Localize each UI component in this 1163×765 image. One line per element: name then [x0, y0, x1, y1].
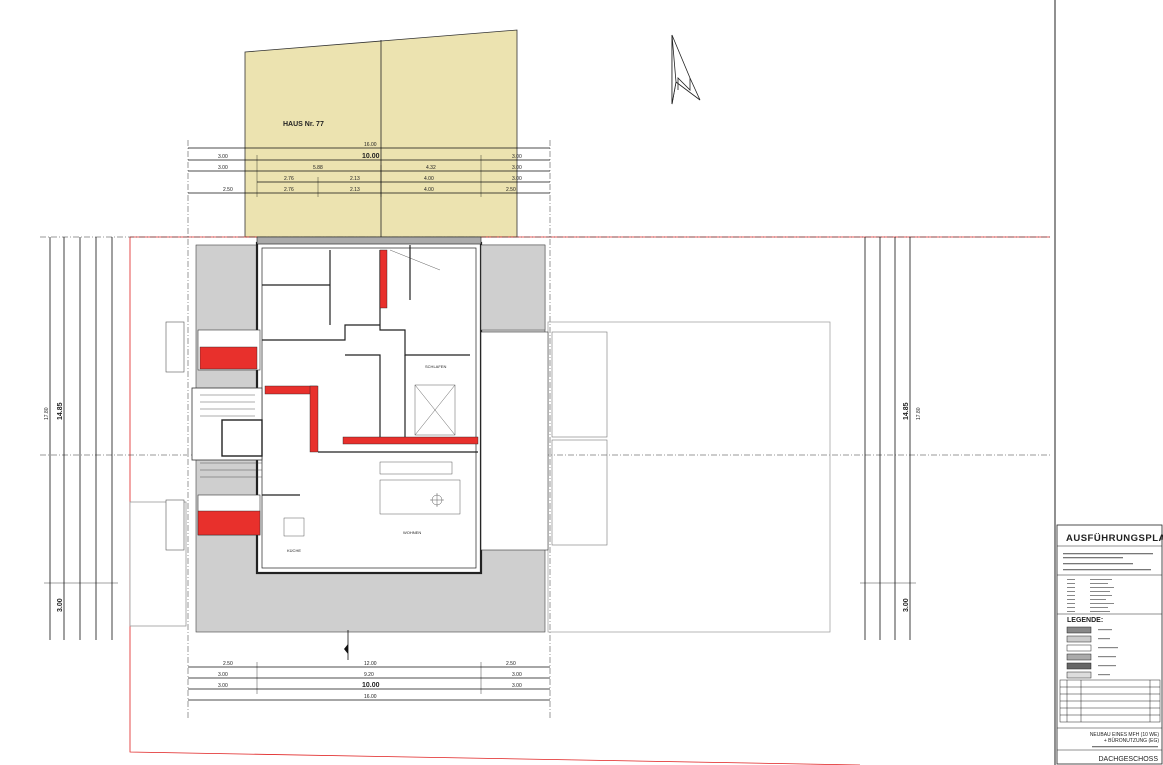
- dim-top-2-2: 3.00: [512, 154, 522, 160]
- dim-bottom-2-0: 3.00: [218, 672, 228, 678]
- dim-bottom-2-2: 3.00: [512, 672, 522, 678]
- dim-top-3-1: 5.88: [313, 165, 323, 171]
- dim-top-4-2: 4.00: [424, 176, 434, 182]
- dim-top-3-3: 3.00: [512, 165, 522, 171]
- dim-top-4-0: 2.76: [284, 176, 294, 182]
- dim-bottom-3-2: 3.00: [512, 683, 522, 689]
- dim-top-4-1: 2.13: [350, 176, 360, 182]
- legend-heading: LEGENDE:: [1067, 617, 1103, 624]
- dim-top-2-0: 3.00: [218, 154, 228, 160]
- dim-top-2-1: 10.00: [362, 153, 380, 160]
- dim-top-5-4: 2.50: [506, 187, 516, 193]
- dim-top-5-3: 4.00: [424, 187, 434, 193]
- dim-right-building: 14.85: [903, 402, 910, 420]
- dim-top-4-3: 3.00: [512, 176, 522, 182]
- dim-left-terrace: 3.00: [57, 598, 64, 612]
- red-walls: [197, 249, 479, 536]
- dim-bottom-1-0: 2.50: [223, 661, 233, 667]
- dim-top-5-2: 2.13: [350, 187, 360, 193]
- dim-bottom-3-0: 3.00: [218, 683, 228, 689]
- room-label-wohnen: WOHNEN: [403, 530, 421, 535]
- dim-bottom-1-2: 2.50: [506, 661, 516, 667]
- neighbor-label: HAUS Nr. 77: [283, 121, 324, 128]
- dim-bottom-2-1: 9.20: [364, 672, 374, 678]
- building-outline: [255, 241, 483, 575]
- project-line-1: NEUBAU EINES MFH (10 WE): [1090, 732, 1160, 738]
- dim-bottom-3-1: 10.00: [362, 682, 380, 689]
- title-block-title: AUSFÜHRUNGSPLAN: [1066, 533, 1163, 544]
- dim-right-total: 17.80: [916, 407, 922, 420]
- dim-bottom-1-1: 12.00: [364, 661, 377, 667]
- room-label-schlafen: SCHLAFEN: [425, 364, 446, 369]
- dim-top-3-2: 4.32: [426, 165, 436, 171]
- room-label-kueche: KÜCHE: [287, 548, 301, 553]
- title-block: AUSFÜHRUNGSPLAN LEGENDE:: [1054, 0, 1163, 765]
- dim-top-5-1: 2.76: [284, 187, 294, 193]
- north-arrow-icon: [671, 34, 701, 105]
- dim-left-total: 17.80: [44, 407, 50, 420]
- sheet-name: DACHGESCHOSS: [1098, 756, 1158, 763]
- dim-left-building: 14.85: [57, 402, 64, 420]
- dim-top-3-0: 3.00: [218, 165, 228, 171]
- dim-right-terrace: 3.00: [903, 598, 910, 612]
- dim-top-5-0: 2.50: [223, 187, 233, 193]
- project-line-2: + BÜRONUTZUNG (EG): [1104, 737, 1159, 744]
- dim-top-1-0: 16.00: [364, 142, 377, 148]
- dim-bottom-4-0: 16.00: [364, 694, 377, 700]
